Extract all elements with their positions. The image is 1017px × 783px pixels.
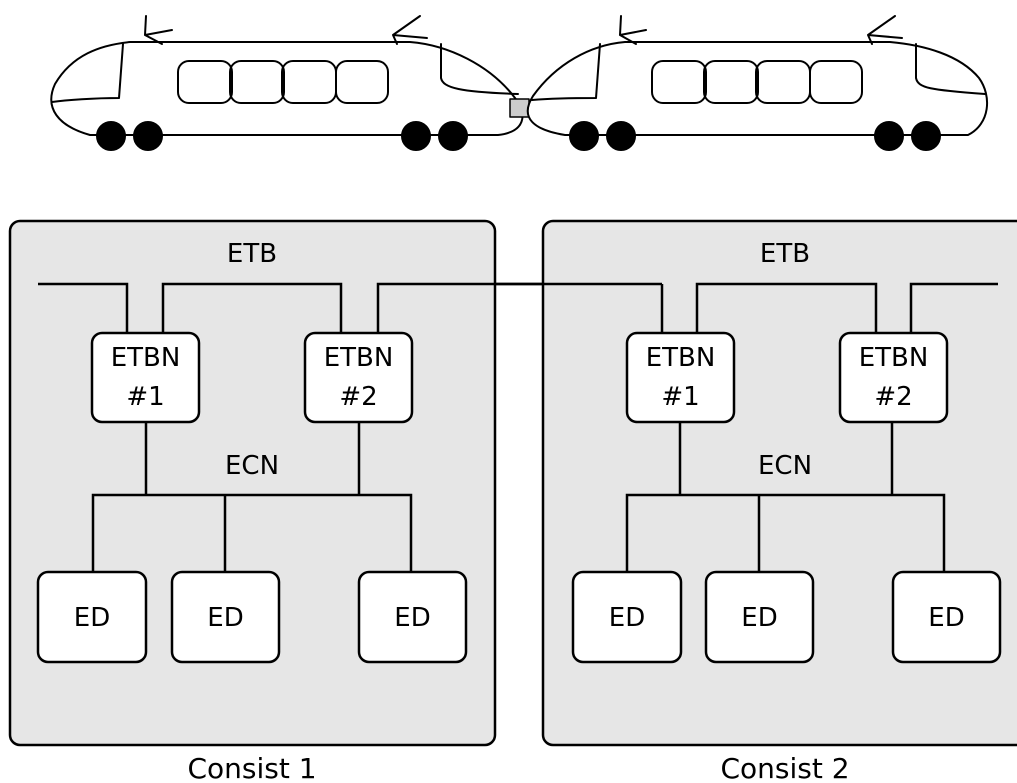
cab-window-front — [440, 43, 519, 95]
etbn-number: #1 — [126, 382, 164, 412]
car-window — [177, 60, 233, 104]
consist-2-ecn-bus — [625, 422, 946, 572]
etbn-number: #2 — [874, 382, 912, 412]
consist-2-ed-2: ED — [704, 570, 815, 664]
consist-2-etbn-2: ETBN #2 — [838, 331, 949, 424]
consist-1-etbn-2: ETBN #2 — [303, 331, 414, 424]
consist-1-ed-1: ED — [36, 570, 148, 664]
consist-2-ed-1: ED — [571, 570, 683, 664]
ed-label: ED — [207, 603, 243, 633]
car-window — [335, 60, 389, 104]
pantograph-rear — [619, 15, 647, 45]
consist-2-ecn-label: ECN — [758, 451, 812, 481]
car-window — [229, 60, 285, 104]
consist-2-etb-label: ETB — [760, 239, 810, 269]
wheel — [401, 121, 431, 151]
consist-1-ecn-bus — [91, 422, 413, 572]
consist-1-ed-3: ED — [357, 570, 468, 664]
train-car-2 — [526, 15, 989, 151]
car-window — [809, 60, 863, 104]
consist-1-panel — [8, 219, 497, 747]
etbn-label: ETBN — [111, 343, 181, 373]
etbn-label: ETBN — [324, 343, 394, 373]
wheel — [874, 121, 904, 151]
etbn-label: ETBN — [646, 343, 716, 373]
consist-1-etbn-1: ETBN #1 — [90, 331, 201, 424]
wheel — [606, 121, 636, 151]
wheel — [438, 121, 468, 151]
consist-2-ed-3: ED — [891, 570, 1002, 664]
ed-label: ED — [74, 603, 110, 633]
consist-1: ETB ETBN #1 ETBN #2 ECN ED — [8, 219, 664, 783]
ed-label: ED — [609, 603, 645, 633]
etbn-number: #1 — [661, 382, 699, 412]
cab-window-front — [915, 43, 986, 95]
etbn-number: #2 — [339, 382, 377, 412]
pantograph-rear — [144, 15, 173, 45]
car-window — [651, 60, 707, 104]
pantograph-front — [392, 15, 428, 45]
etbn-label: ETBN — [859, 343, 929, 373]
ed-label: ED — [741, 603, 777, 633]
consist-2-label: Consist 2 — [720, 752, 849, 783]
train-car-1 — [50, 15, 524, 151]
train-illustration — [50, 15, 989, 151]
train-coupler — [509, 98, 530, 118]
consist-2-etb-bus — [695, 282, 998, 333]
consist-2-etbn-1: ETBN #1 — [625, 331, 736, 424]
consist-1-ed-2: ED — [170, 570, 281, 664]
wheel — [911, 121, 941, 151]
consist-1-etb-label: ETB — [227, 239, 277, 269]
consist-2: ETB ETBN #1 ETBN #2 ECN ED ED — [495, 219, 1017, 783]
consist-1-label: Consist 1 — [187, 752, 316, 783]
ed-label: ED — [928, 603, 964, 633]
car-window — [703, 60, 759, 104]
ed-label: ED — [394, 603, 430, 633]
wheel — [569, 121, 599, 151]
cab-window-rear — [51, 43, 124, 103]
wheel — [96, 121, 126, 151]
cab-window-rear — [531, 43, 601, 101]
wheel — [133, 121, 163, 151]
consist-2-panel — [541, 219, 1017, 747]
pantograph-front — [867, 15, 903, 45]
consist-1-ecn-label: ECN — [225, 451, 279, 481]
